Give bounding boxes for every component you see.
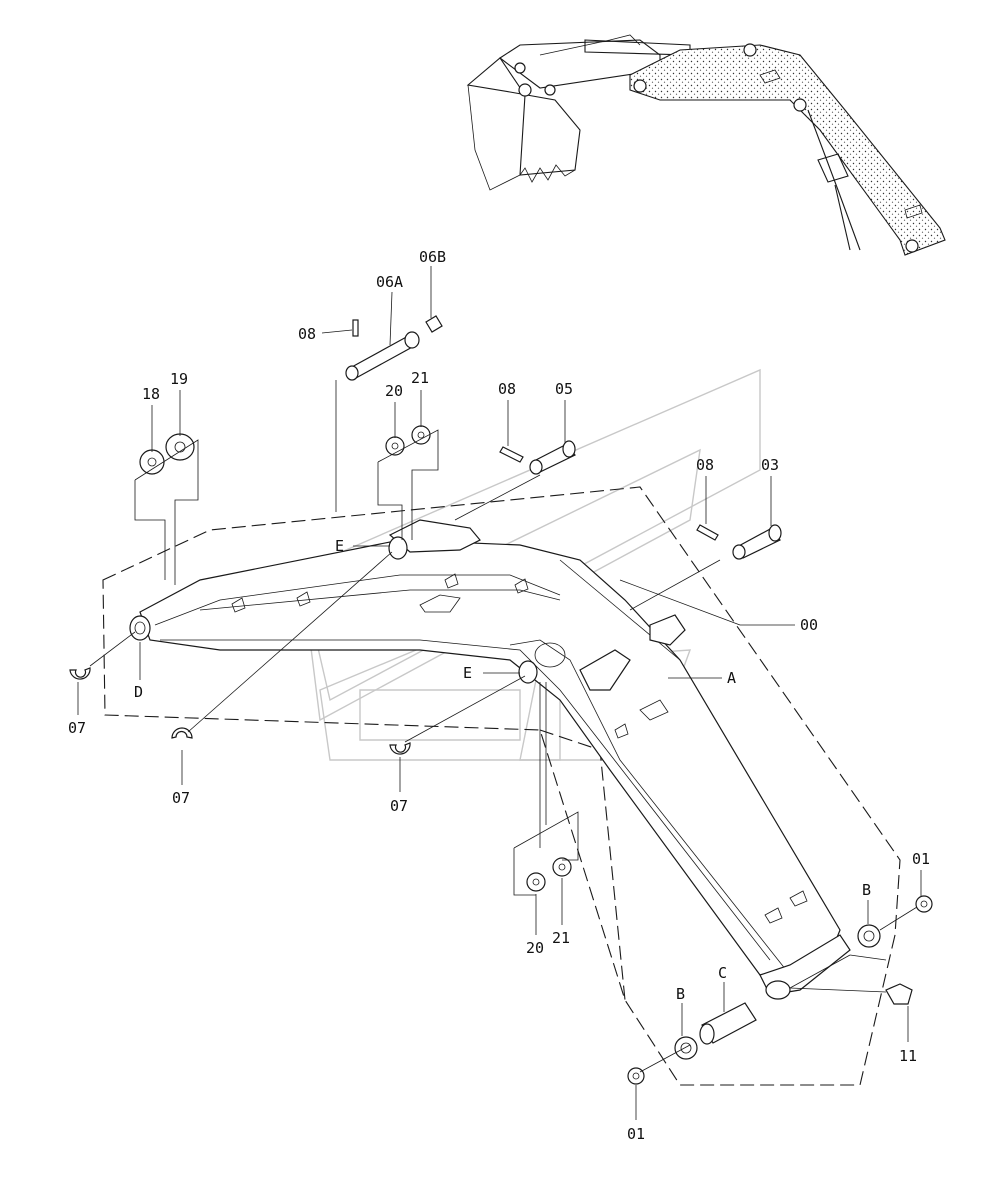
label-06b: 06B	[419, 248, 446, 266]
label-05: 05	[555, 380, 573, 398]
label-00: 00	[800, 616, 818, 634]
excavator-overview-inset	[466, 34, 946, 256]
label-01-right: 01	[912, 850, 930, 868]
label-06a: 06A	[376, 273, 403, 291]
label-a: A	[727, 669, 736, 687]
label-07-right: 07	[390, 797, 408, 815]
parts	[69, 315, 933, 1085]
label-d: D	[134, 683, 143, 701]
leader-lines	[77, 266, 922, 1120]
label-b-left: B	[676, 985, 685, 1003]
label-08-mid: 08	[498, 380, 516, 398]
label-20-bottom: 20	[526, 939, 544, 957]
boom-body	[129, 519, 851, 1000]
label-c: C	[718, 964, 727, 982]
label-03: 03	[761, 456, 779, 474]
label-19: 19	[170, 370, 188, 388]
label-20-top: 20	[385, 382, 403, 400]
label-e-mid: E	[463, 664, 472, 682]
label-08-right: 08	[696, 456, 714, 474]
label-11: 11	[899, 1047, 917, 1065]
label-e-top: E	[335, 537, 344, 555]
label-07-mid: 07	[172, 789, 190, 807]
label-01-bottom: 01	[627, 1125, 645, 1143]
label-18: 18	[142, 385, 160, 403]
label-08-top: 08	[298, 325, 316, 343]
part-labels: 06A 06B 08 18 19 20 21 08 05 08 03 00 E …	[68, 248, 930, 1143]
label-21-bottom: 21	[552, 929, 570, 947]
label-07-left: 07	[68, 719, 86, 737]
label-b-right: B	[862, 881, 871, 899]
label-21-top: 21	[411, 369, 429, 387]
